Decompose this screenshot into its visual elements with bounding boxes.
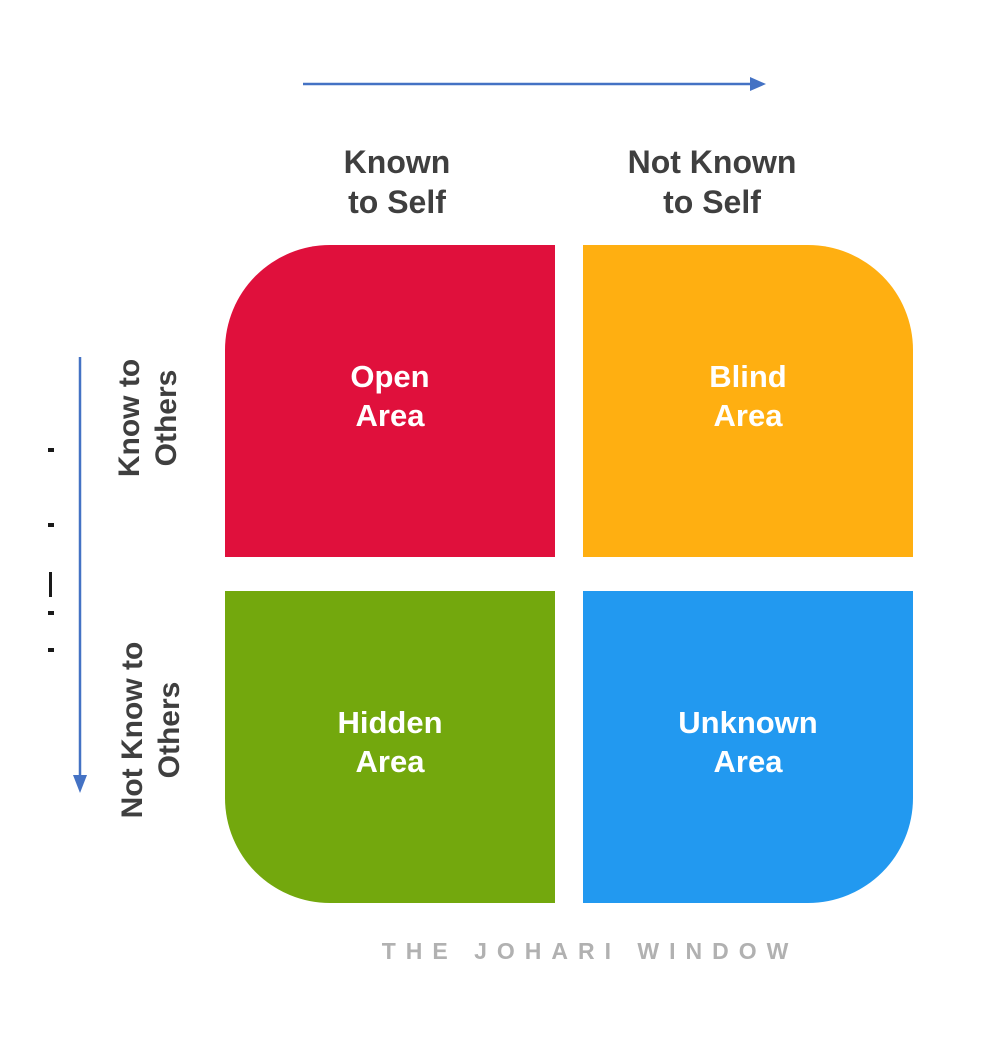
column-header-not-known-to-self: Not Known to Self — [627, 144, 797, 220]
left-edge-tick-mark — [48, 448, 54, 452]
quadrant-blind-area: Blind Area — [583, 245, 913, 557]
row-header-know-to-others: Know to Others — [113, 358, 183, 478]
quadrant-hidden-area: Hidden Area — [225, 591, 555, 903]
column-header-known-to-self: Known to Self — [343, 144, 451, 220]
quadrant-open-area: Open Area — [225, 245, 555, 557]
quadrant-label-open-area: Open Area — [350, 359, 430, 433]
quadrant-label-hidden-area: Hidden Area — [337, 705, 443, 779]
left-edge-tick-mark — [48, 611, 54, 615]
top-axis-arrow-right-icon — [303, 77, 766, 91]
left-edge-tick-mark — [48, 523, 54, 527]
quadrant-label-blind-area: Blind Area — [709, 359, 787, 433]
left-edge-tick-mark — [49, 572, 52, 597]
row-header-not-know-to-others: Not Know to Others — [116, 641, 186, 819]
left-axis-arrow-down-icon — [73, 357, 87, 793]
left-edge-tick-mark — [48, 648, 54, 652]
quadrant-label-unknown-area: Unknown Area — [678, 705, 818, 779]
diagram-caption: THE JOHARI WINDOW — [381, 938, 799, 964]
quadrant-unknown-area: Unknown Area — [583, 591, 913, 903]
